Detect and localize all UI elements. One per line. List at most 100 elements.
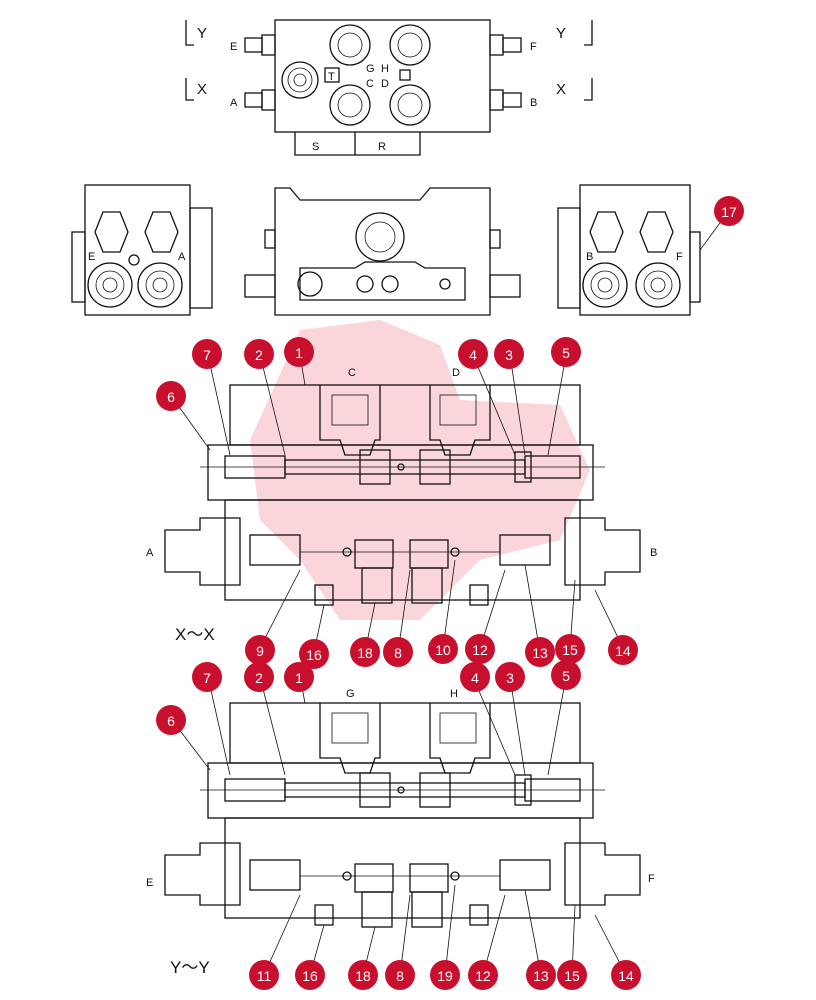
callout-circle (468, 960, 498, 990)
callout-circle (430, 960, 460, 990)
callout-circle (494, 339, 524, 369)
callout-circle (244, 662, 274, 692)
callout-section-yy-bottom-0: 11 (249, 960, 279, 990)
callout-section-yy-top-5: 5 (551, 660, 581, 690)
callout-circle (348, 960, 378, 990)
callout-circle (551, 337, 581, 367)
callout-number: 18 (355, 968, 371, 984)
callout-number: 3 (506, 670, 514, 686)
callout-section-xx-bottom-4: 10 (428, 634, 458, 664)
callout-circle (299, 639, 329, 669)
callout-circle (495, 662, 525, 692)
callout-number: 2 (255, 670, 263, 686)
callout-section-yy-bottom-3: 8 (385, 960, 415, 990)
mark-c: C (366, 78, 374, 90)
callout-section-yy-top-6: 6 (156, 705, 186, 735)
mark-h: H (381, 63, 389, 75)
callout-number: 7 (203, 670, 211, 686)
callout-number: 12 (475, 968, 491, 984)
callout-circle (458, 339, 488, 369)
callout-section-xx-bottom-7: 15 (555, 634, 585, 664)
callout-number: 14 (615, 643, 631, 659)
callout-number: 1 (295, 345, 303, 361)
section-xx-port-d: D (452, 367, 460, 379)
callout-number: 17 (721, 204, 737, 220)
callout-section-yy-top-1: 2 (244, 662, 274, 692)
callout-section-xx-top-3: 4 (458, 339, 488, 369)
port-b-label: B (530, 97, 537, 109)
callout-circle (525, 637, 555, 667)
callout-section-xx-top-4: 3 (494, 339, 524, 369)
callout-circle (284, 662, 314, 692)
callout-circle (350, 637, 380, 667)
callout-section-yy-bottom-8: 14 (611, 960, 641, 990)
mark-t: T (328, 71, 335, 83)
mark-d: D (381, 78, 389, 90)
callout-number: 16 (302, 968, 318, 984)
callout-number: 13 (532, 645, 548, 661)
callout-circle (383, 637, 413, 667)
section-arrow-icon (185, 20, 593, 101)
callout-number: 18 (357, 645, 373, 661)
callout-section-xx-top-2: 1 (284, 337, 314, 367)
callout-number: 13 (533, 968, 549, 984)
callout-circle (611, 960, 641, 990)
callout-circle (557, 960, 587, 990)
left-end-port-a: A (178, 251, 186, 263)
callout-section-yy-top-0: 7 (192, 662, 222, 692)
callout-circle (192, 339, 222, 369)
callout-section-yy-bottom-7: 15 (557, 960, 587, 990)
hex-port-icon (589, 211, 674, 253)
callout-section-yy-top-4: 3 (495, 662, 525, 692)
callout-section-xx-bottom-1: 16 (299, 639, 329, 669)
callout-number: 2 (255, 347, 263, 363)
callout-section-xx-top-6: 6 (156, 381, 186, 411)
callout-circle (460, 662, 490, 692)
callout-section-yy-top-3: 4 (460, 662, 490, 692)
callout-circle (156, 705, 186, 735)
callout-number: 3 (505, 347, 513, 363)
callout-circle (714, 196, 744, 226)
section-xx-title: X～X (175, 625, 215, 644)
top-view: T G H C D E F A B S R Y X Y X (185, 19, 593, 156)
callout-section-xx-bottom-5: 12 (465, 634, 495, 664)
callout-circle (192, 662, 222, 692)
callout-number: 5 (562, 345, 570, 361)
callout-number: 4 (471, 670, 479, 686)
callout-circle (295, 960, 325, 990)
section-yy-port-g: G (346, 688, 355, 700)
callout-section-xx-bottom-0: 9 (245, 635, 275, 665)
callout-circle (555, 634, 585, 664)
callout-section-yy-top-2: 1 (284, 662, 314, 692)
callout-number: 10 (435, 642, 451, 658)
right-end-view: B F (557, 184, 729, 316)
callout-section-yy-bottom-4: 19 (430, 960, 460, 990)
left-end-port-e: E (88, 251, 95, 263)
section-xx: A B C D X～X (146, 354, 657, 653)
cut-y-left: Y (197, 25, 207, 42)
callout-circle (245, 635, 275, 665)
mark-g: G (366, 63, 375, 75)
section-yy-port-left: E (146, 877, 153, 889)
callout-number: 8 (396, 968, 404, 984)
callout-top-end-0: 17 (714, 196, 744, 226)
callout-number: 4 (469, 347, 477, 363)
callout-number: 1 (295, 670, 303, 686)
callout-circle (385, 960, 415, 990)
section-xx-port-c: C (348, 367, 356, 379)
front-view (244, 187, 521, 316)
callout-section-xx-top-0: 7 (192, 339, 222, 369)
port-r-label: R (378, 141, 386, 153)
port-s-label: S (312, 141, 319, 153)
callout-circle (249, 960, 279, 990)
callout-circle (526, 960, 556, 990)
callout-circle (608, 635, 638, 665)
callout-number: 7 (203, 347, 211, 363)
callout-section-yy-bottom-5: 12 (468, 960, 498, 990)
section-yy-title: Y～Y (170, 958, 210, 977)
callout-number: 15 (564, 968, 580, 984)
callout-section-xx-top-5: 5 (551, 337, 581, 367)
section-yy-port-h: H (450, 688, 458, 700)
callout-number: 14 (618, 968, 634, 984)
